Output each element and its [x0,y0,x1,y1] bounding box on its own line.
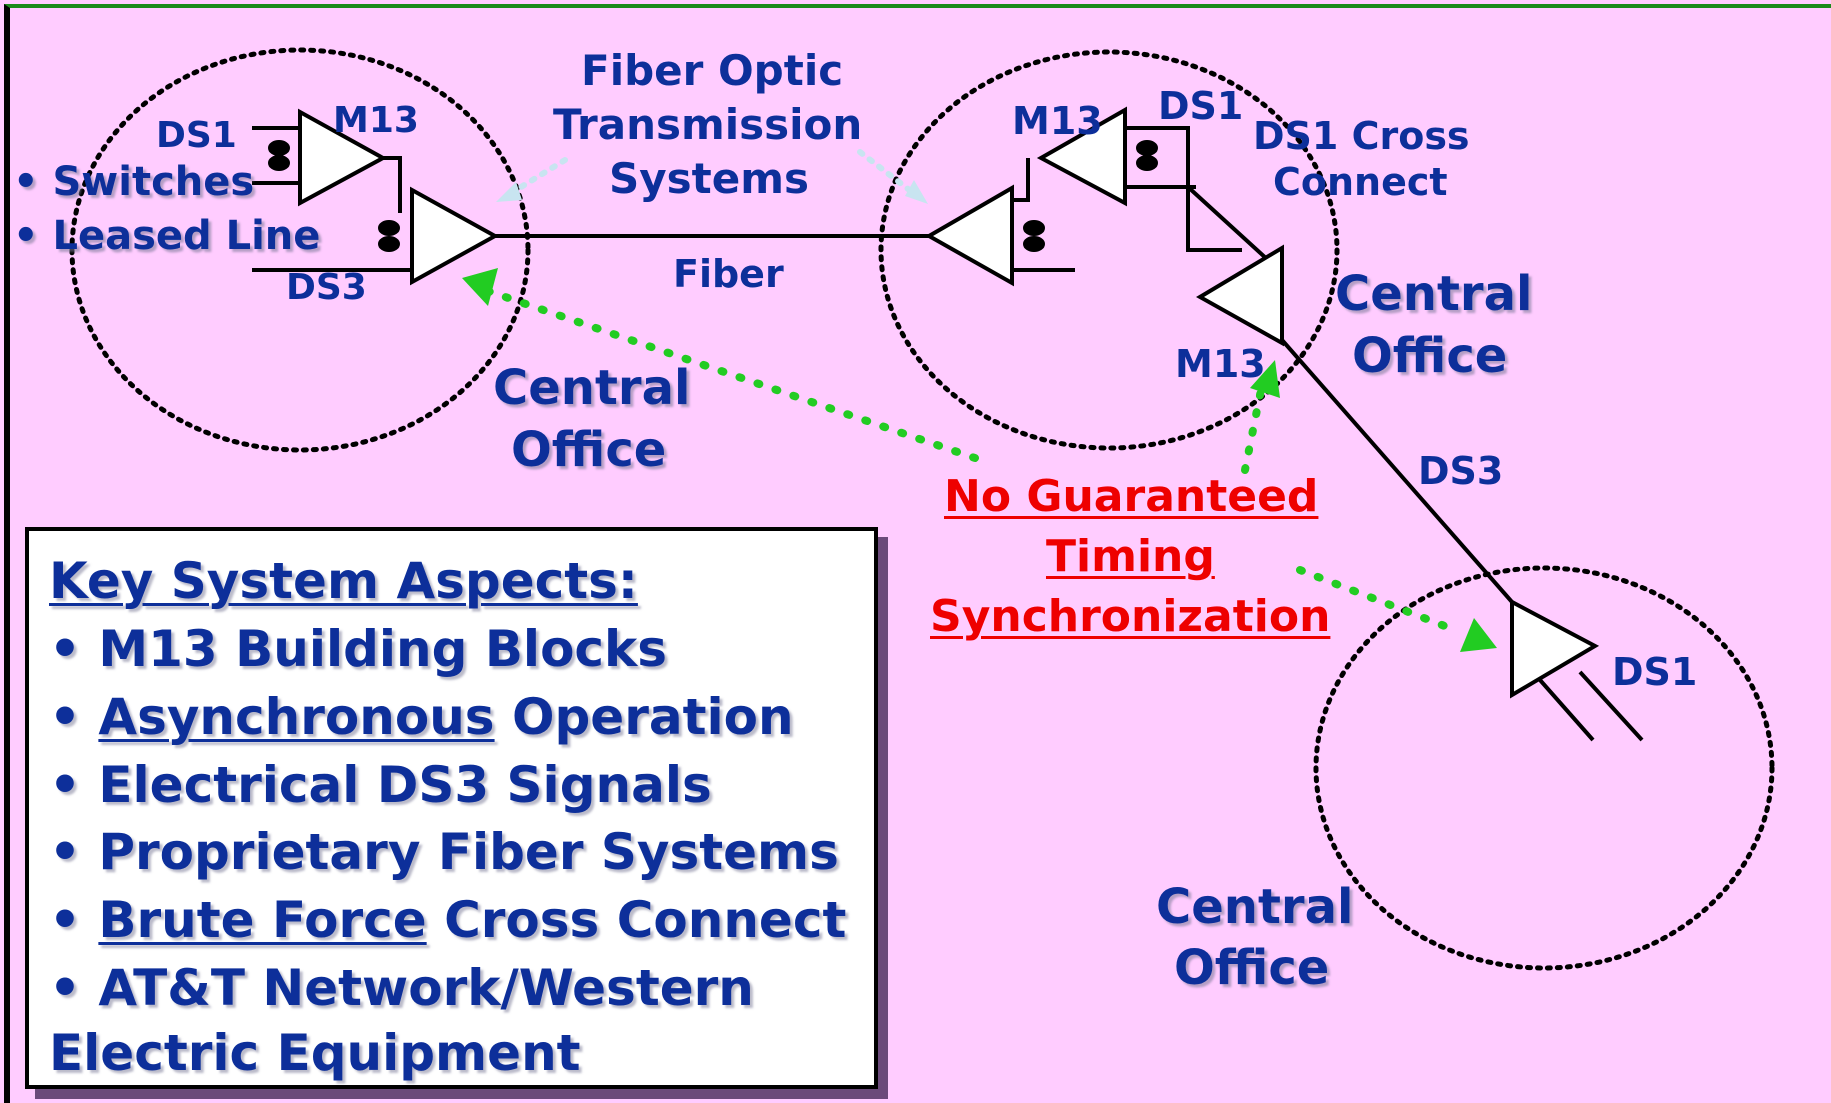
middle-m13-bottom-label: M13 [1175,342,1266,386]
key-aspect-item-m13: • M13 Building Blocks [49,620,668,678]
key-aspect-item-att-line1: • AT&T Network/Western [49,959,754,1017]
fiber-arrowhead-right [905,180,928,204]
timing-sync-arrows [481,286,1459,634]
key-aspects-title: Key System Aspects: [49,552,638,610]
ds1-cross-connect-line1: DS1 Cross [1253,114,1470,158]
fiber-optic-pointer-arrows [505,149,915,198]
central-office-left-boundary [69,47,531,453]
right-m13-multiplexer [1510,598,1644,742]
timing-label-line3: Synchronization [930,591,1331,642]
left-ds3-label: DS3 [286,267,367,308]
timing-label-line2: Timing [1046,531,1215,582]
middle-m13-multiplexer [924,106,1284,347]
fiber-optic-label-line2: Transmission [553,100,863,149]
asynchronous-term: Asynchronous [98,688,495,746]
bullet-leased-line: • Leased Line [13,213,321,259]
right-central-office-line1: Central [1156,879,1354,935]
right-central-office-line2: Office [1174,940,1330,996]
key-aspect-bullet: • [49,891,99,949]
key-aspect-item-att-line2: Electric Equipment [49,1024,581,1082]
middle-m13-top-label: M13 [1012,99,1103,143]
central-office-middle-boundary [878,49,1340,451]
key-aspect-item-cross-connect: • Brute Force Cross Connect [49,895,846,945]
left-ds1-label: DS1 [156,115,237,156]
fiber-optic-label-line1: Fiber Optic [581,46,844,95]
timing-arrowhead-left [462,268,498,306]
fiber-optic-label-line3: Systems [609,154,809,203]
central-office-right-boundary [1313,565,1775,971]
middle-ds1-label: DS1 [1158,84,1244,128]
key-aspect-item-fiber: • Proprietary Fiber Systems [49,823,839,881]
slide-frame [4,4,1831,1103]
left-m13-multiplexer [252,108,934,286]
ds1-cross-connect-line2: Connect [1273,160,1448,204]
ds3-link-label: DS3 [1418,449,1504,493]
key-aspect-item-asynchronous: • Asynchronous Operation [49,692,794,742]
brute-force-term: Brute Force [98,891,427,949]
key-aspect-item-ds3: • Electrical DS3 Signals [49,756,712,814]
bullet-switches: • Switches [13,159,255,205]
middle-central-office-line2: Office [1352,328,1508,384]
left-central-office-line2: Office [511,422,667,478]
fiber-arrowhead-left [496,182,522,202]
ds3-link-line [1280,338,1514,604]
left-m13-label: M13 [333,100,419,141]
key-aspects-box: Key System Aspects: • M13 Building Block… [25,527,878,1089]
timing-arrowhead-middle [1250,360,1280,398]
middle-central-office-line1: Central [1335,266,1533,322]
left-central-office-line1: Central [493,360,691,416]
fiber-label: Fiber [673,252,784,296]
asynchronous-rest: Operation [494,688,794,746]
brute-force-rest: Cross Connect [426,891,847,949]
timing-arrowhead-right [1460,618,1497,652]
key-aspect-bullet: • [49,688,99,746]
timing-label-line1: No Guaranteed [944,471,1319,522]
right-ds1-label: DS1 [1612,650,1698,694]
